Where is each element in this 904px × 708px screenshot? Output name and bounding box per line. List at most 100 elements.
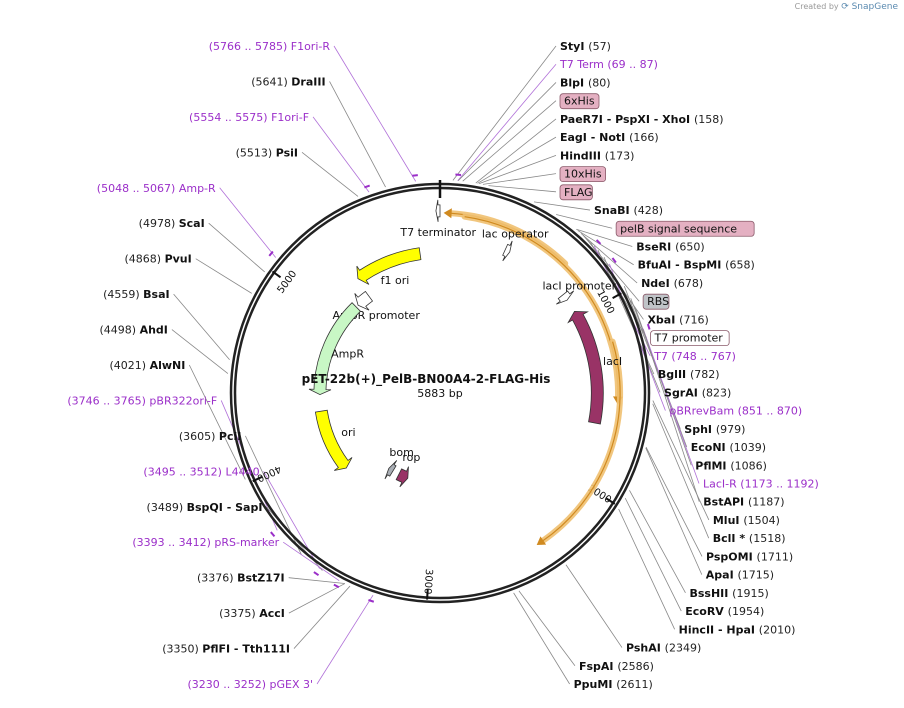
label-part: (979) [716, 423, 746, 436]
label-part: (4868) [125, 253, 165, 266]
label-styi: StyI (57) [560, 40, 611, 53]
leader-acci [288, 583, 346, 614]
label-part: (4559) [103, 288, 143, 301]
label-part: AhdI [140, 324, 168, 337]
label-part: (4498) [100, 324, 140, 337]
label-text: SnaBI (428) [594, 204, 663, 217]
label-text: (4559) BsaI [103, 288, 170, 301]
label-pflfi-tth111i: (3350) PflFI - Tth111I [162, 643, 290, 656]
label-part: (1711) [757, 550, 794, 563]
label-leader-lines [171, 45, 710, 685]
leader-bstapi [642, 329, 700, 502]
label-part: BfuAI - BspMI [638, 259, 726, 272]
label-part: BglII [658, 368, 690, 381]
label-part: StyI [560, 40, 588, 53]
label-box [615, 220, 755, 237]
leader-flag [488, 185, 557, 193]
label-text: (4978) ScaI [139, 217, 205, 230]
leader-l4440 [263, 471, 320, 569]
label-part: PvuI [165, 253, 192, 266]
label-text: (4868) PvuI [125, 253, 192, 266]
primer-mark-laci-r [646, 323, 651, 330]
leader-pshai [565, 564, 623, 648]
label-text: EagI - NotI (166) [560, 131, 659, 144]
label-part: PspOMI [706, 550, 757, 563]
leader-eagi-noti [477, 136, 557, 184]
label-text: (3746 .. 3765) pBR322ori-F [67, 394, 217, 407]
label-bseri: BseRI (650) [636, 241, 704, 254]
plasmid-name: pET-22b(+)_PelB-BN00A4-2-FLAG-His [302, 372, 551, 387]
label-box [559, 184, 593, 201]
label-part: PshAI [626, 642, 665, 655]
label-part: HindIII [560, 149, 605, 162]
feature-label-bom: bom [389, 446, 413, 459]
tick-label-5000: 5000 [276, 269, 300, 296]
label-part: EcoRV [685, 605, 727, 618]
feature-f1-ori [356, 247, 422, 285]
label-text: (3230 .. 3252) pGEX 3' [187, 678, 313, 691]
leader-psii [301, 152, 359, 197]
label-bstapi: BstAPI (1187) [703, 496, 784, 509]
label-box [559, 93, 600, 110]
plasmid-center-label: pET-22b(+)_PelB-BN00A4-2-FLAG-His 5883 b… [302, 372, 551, 400]
label-pbrrevbam: pBRrevBam (851 .. 870) [669, 405, 802, 418]
label-text: BstAPI (1187) [703, 496, 784, 509]
label-part: BlpI [560, 76, 588, 89]
label-box [559, 166, 606, 183]
orf-arrowhead [536, 536, 547, 546]
leader-6xhis [462, 100, 557, 182]
leader-amp-r [219, 187, 276, 258]
label-text: HincII - HpaI (2010) [679, 623, 796, 636]
snapgene-logo: ⟳ SnapGene [841, 2, 898, 12]
label-part: AlwNI [150, 359, 186, 372]
label-part: PpuMI [574, 678, 617, 691]
leader-pflfi-tth111i [293, 585, 351, 649]
label-part: BclI * [713, 532, 749, 545]
leader-ppumi [513, 592, 570, 685]
label-text: SgrAI (823) [664, 386, 731, 399]
label-pbr322ori-f: (3746 .. 3765) pBR322ori-F [67, 394, 217, 407]
label-text: SphI (979) [684, 423, 745, 436]
label-eagi-noti: EagI - NotI (166) [560, 131, 659, 144]
label-text: StyI (57) [560, 40, 611, 53]
label-blpi: BlpI (80) [560, 76, 611, 89]
label-psii: (5513) PsiI [236, 146, 298, 159]
leader-scai [208, 222, 265, 273]
primer-mark-f1ori-f [364, 184, 371, 189]
label-pshai: PshAI (2349) [626, 642, 701, 655]
tick-5000 [271, 270, 282, 279]
label-part: (80) [588, 76, 611, 89]
label-text: LacI-R (1173 .. 1192) [703, 477, 819, 490]
feature-label-rop: rop [402, 451, 420, 464]
feature-laci [567, 310, 604, 425]
leader-mlui [652, 400, 710, 521]
label-paer7i-pspxi-xhoi: PaeR7I - PspXI - XhoI (158) [560, 113, 724, 126]
label-part: XbaI [647, 313, 679, 326]
leader-blpi [457, 82, 557, 182]
label-part: (3350) [162, 643, 202, 656]
label-part: SnaBI [594, 204, 633, 217]
label-mlui: MluI (1504) [713, 514, 780, 527]
primer-mark-prs-marker [333, 583, 340, 589]
label-part: (3489) [147, 501, 187, 514]
leader-bstz17i [288, 577, 345, 584]
label-box [642, 293, 670, 310]
label-bsai: (4559) BsaI [103, 288, 170, 301]
label-laci-r: LacI-R (1173 .. 1192) [703, 477, 819, 490]
label-hincii-hpai: HincII - HpaI (2010) [679, 623, 796, 636]
label-text: (5641) DraIII [251, 75, 325, 88]
label-text: (3605) PciI [179, 430, 242, 443]
label-amp-r: (5048 .. 5067) Amp-R [97, 182, 216, 195]
label-text: ApaI (1715) [706, 569, 774, 582]
label-text: T7 promoter [654, 332, 724, 345]
label-text: (3489) BspQI - SapI [147, 501, 263, 514]
leader-hincii-hpai [618, 508, 676, 630]
label-part: (1039) [729, 441, 766, 454]
label-part: ApaI [706, 569, 738, 582]
leader-fspai [518, 590, 576, 667]
label-part: (2611) [616, 678, 653, 691]
label-bspqi-sapi: (3489) BspQI - SapI [147, 501, 263, 514]
label-part: PsiI [276, 146, 298, 159]
primer-mark-pbrrevbam [611, 257, 617, 264]
